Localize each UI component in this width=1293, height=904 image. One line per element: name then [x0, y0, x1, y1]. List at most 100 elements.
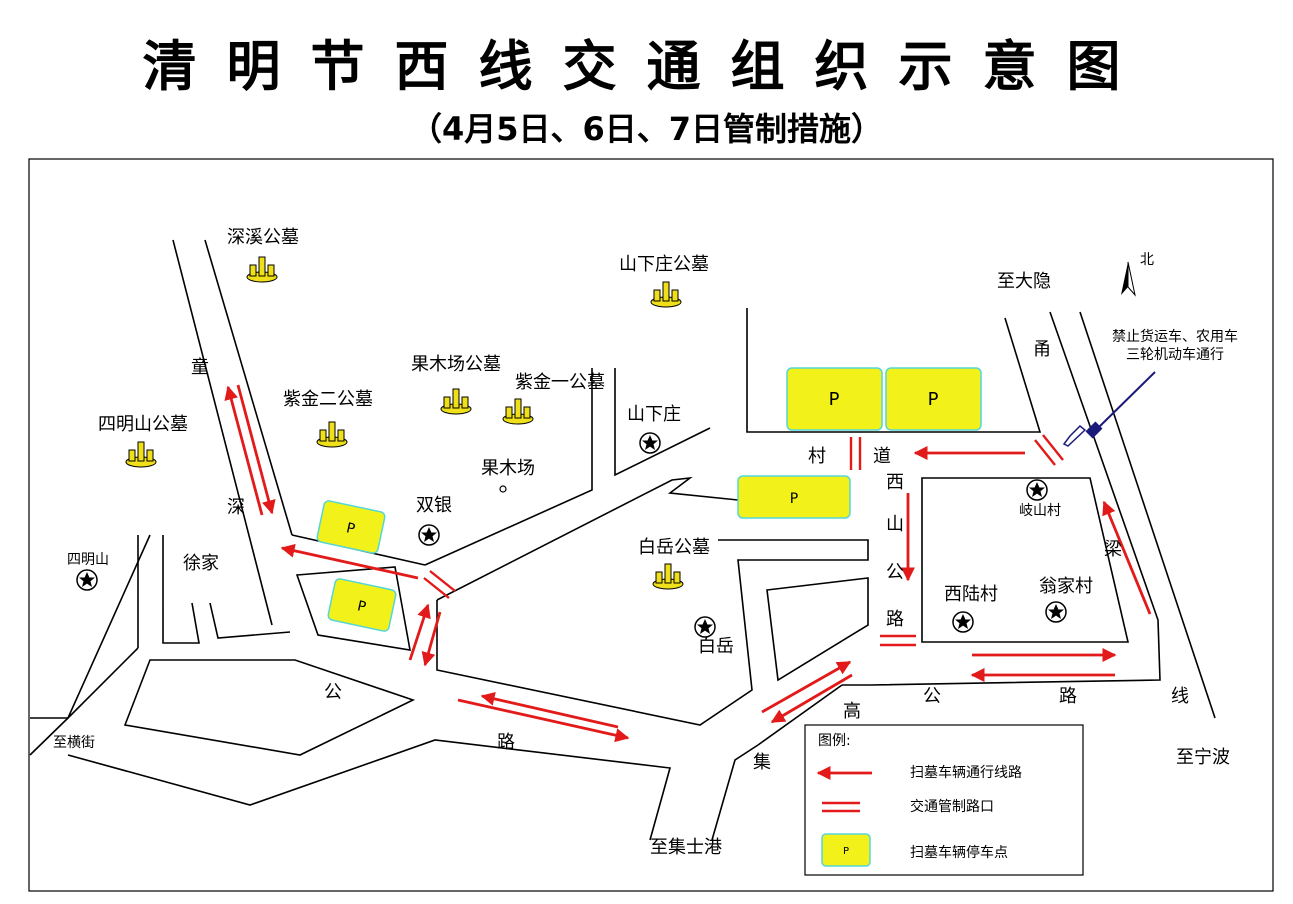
cemetery-icon	[440, 388, 472, 415]
cemetery-icon	[125, 441, 157, 468]
village-label: 白岳	[698, 636, 734, 657]
road-name-char: 公	[886, 562, 904, 583]
cemetery-icon	[650, 281, 682, 308]
legend-control-icon	[822, 801, 860, 813]
legend-title: 图例:	[818, 733, 851, 749]
road-name-char: 路	[497, 732, 515, 753]
legend-control-label: 交通管制路口	[910, 798, 994, 815]
legend: 图例: 扫墓车辆通行线路 交通管制路口 P 扫墓车辆停车点	[804, 724, 1084, 876]
route-arrow	[761, 660, 852, 714]
parking-label: P	[928, 389, 939, 410]
traffic-control-marker	[849, 437, 862, 470]
legend-parking-icon: P	[821, 833, 871, 867]
cemetery-label: 山下庄公墓	[619, 254, 709, 275]
village-label: 双银	[416, 495, 452, 516]
road-name-char: 山	[886, 514, 904, 535]
road-name-char: 村	[808, 446, 826, 467]
village-star-icon	[952, 611, 974, 633]
cemetery-label: 白岳公墓	[638, 537, 710, 558]
north-label: 北	[1140, 252, 1154, 268]
north-arrow-icon: 北	[1121, 252, 1154, 297]
parking-spot: P	[316, 500, 386, 554]
parking-spot: P	[786, 367, 883, 431]
cemetery-icon	[316, 421, 348, 448]
village-label: 岐山村	[1019, 503, 1061, 519]
route-arrow	[770, 673, 853, 724]
villages: 山下庄 双银 果木场 四明山 徐家 白岳 岐山村 西陆村 翁家村	[67, 404, 1093, 657]
legend-parking-label: 扫墓车辆停车点	[910, 844, 1008, 861]
parking-label: P	[829, 389, 840, 410]
road-name-char: 甬	[1033, 339, 1051, 360]
cemetery-label: 四明山公墓	[98, 414, 188, 435]
legend-route-label: 扫墓车辆通行线路	[910, 764, 1022, 781]
destination-label: 至集士港	[650, 837, 722, 858]
cemetery-label: 果木场公墓	[411, 354, 501, 375]
map-title: 清明节西线交通组织示意图	[142, 35, 1151, 98]
route-arrow	[236, 384, 276, 515]
notice-line: 三轮机动车通行	[1126, 346, 1224, 363]
cemetery-icon	[502, 398, 534, 425]
road-names: 童 深 公 路 村 道 西 山 公 路 甬 梁 线 高 公 路 集	[191, 339, 1189, 773]
route-arrow	[408, 603, 431, 661]
road-name-char: 西	[886, 472, 904, 493]
destination-label: 至横街	[53, 735, 95, 751]
village-dot-icon	[499, 485, 507, 493]
route-arrows	[224, 384, 1152, 743]
pointing-hand-icon	[1062, 421, 1103, 447]
parking-spots: P P P P P	[316, 367, 982, 632]
village-star-icon	[418, 524, 440, 546]
village-label: 西陆村	[944, 584, 998, 605]
cemetery-label: 紫金二公墓	[283, 389, 373, 410]
parking-label: P	[843, 846, 849, 857]
map-frame	[28, 158, 1274, 892]
road-name-char: 道	[873, 446, 891, 467]
road-name-char: 路	[886, 609, 904, 630]
route-arrow	[480, 691, 619, 729]
road-name-char: 路	[1059, 686, 1077, 707]
village-star-icon	[639, 432, 661, 454]
traffic-control-marker	[1034, 434, 1064, 466]
restriction-notice: 禁止货运车、农用车 三轮机动车通行	[1062, 328, 1238, 447]
route-arrow	[421, 611, 442, 667]
route-arrow	[457, 698, 630, 743]
traffic-control-marker	[423, 570, 456, 599]
parking-spot: P	[737, 475, 851, 519]
parking-spot: P	[885, 367, 982, 431]
road-name-char: 公	[324, 682, 342, 703]
village-label: 四明山	[67, 552, 109, 568]
village-label: 翁家村	[1039, 576, 1093, 597]
village-star-icon	[1045, 601, 1067, 623]
village-star-icon	[694, 616, 716, 638]
cemetery-label: 深溪公墓	[227, 227, 299, 248]
road-name-char: 梁	[1104, 539, 1122, 560]
village-label: 徐家	[183, 553, 219, 574]
destination-label: 至大隐	[997, 271, 1051, 292]
parking-label: P	[790, 491, 798, 507]
map-subtitle: （4月5日、6日、7日管制措施）	[409, 110, 884, 148]
parking-spot: P	[327, 578, 397, 632]
destination-label: 至宁波	[1176, 747, 1230, 768]
village-star-icon	[76, 569, 98, 591]
village-label: 果木场	[481, 458, 535, 479]
village-label: 山下庄	[627, 404, 681, 425]
road-name-char: 集	[753, 752, 771, 773]
control-points	[423, 434, 1064, 647]
route-arrow	[224, 385, 264, 516]
cemetery-label: 紫金一公墓	[515, 372, 605, 393]
route-arrow	[1102, 500, 1152, 615]
village-star-icon	[1026, 479, 1048, 501]
road-name-char: 童	[191, 357, 209, 378]
road-name-char: 公	[923, 686, 941, 707]
road-name-char: 线	[1171, 686, 1189, 707]
destinations: 至大隐 至宁波 至横街 至集士港	[53, 271, 1230, 858]
cemetery-icon	[652, 563, 684, 590]
notice-pointer	[1097, 371, 1156, 429]
cemetery-icon	[246, 256, 278, 283]
cemeteries: 深溪公墓 山下庄公墓 果木场公墓 紫金一公墓 紫金二公墓 四明山公墓 白岳公墓	[98, 227, 710, 590]
notice-line: 禁止货运车、农用车	[1112, 328, 1238, 345]
parking-label: P	[356, 598, 368, 615]
road-name-char: 高	[843, 701, 861, 722]
road-network	[29, 239, 1216, 841]
parking-label: P	[345, 520, 357, 537]
